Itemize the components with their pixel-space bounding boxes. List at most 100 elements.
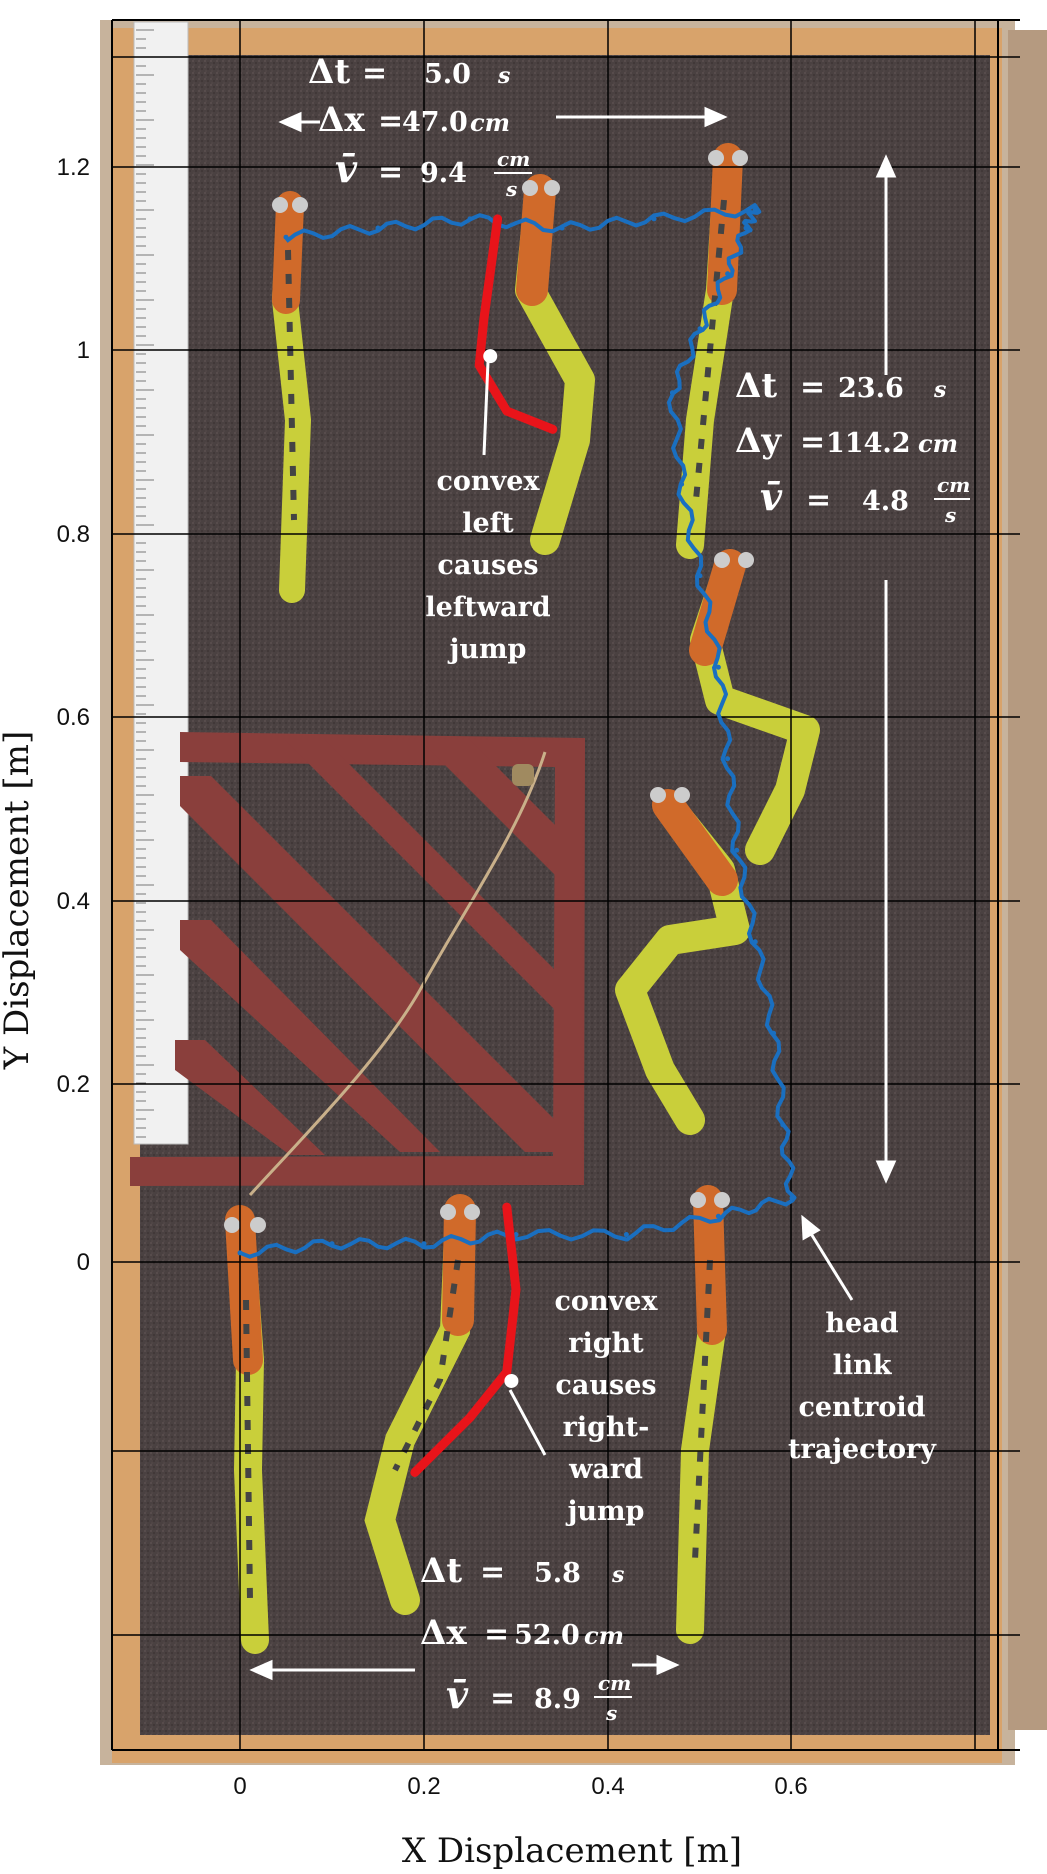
svg-text:=: = <box>378 155 403 190</box>
right-jump-line-5: ward <box>568 1454 643 1485</box>
robot-pose-lower-bent <box>615 787 750 1135</box>
trajectory-point <box>697 573 703 579</box>
bottom-dx-label: Δx <box>420 1613 467 1653</box>
left-jump-pointer <box>482 361 490 456</box>
bend-curve <box>410 1202 521 1477</box>
trajectory-point <box>725 271 731 277</box>
grid-lines <box>111 19 1020 1751</box>
y-tick-label: 1.2 <box>57 154 90 181</box>
bend-marker-dot <box>483 349 498 364</box>
bottom-dt-label: Δt <box>420 1551 462 1591</box>
top-v-value: 9.4 <box>420 158 467 189</box>
svg-text:=: = <box>362 56 387 91</box>
bend-curves <box>410 214 558 1477</box>
trajectory-point <box>752 939 758 945</box>
left-jump-line-4: leftward <box>425 592 550 623</box>
svg-text:=: = <box>484 1617 509 1652</box>
robot-pose-bottom-middle <box>364 1194 480 1615</box>
trajectory-point <box>734 847 740 853</box>
right-dt-value: 23.6 <box>838 373 904 404</box>
bottom-v-unit-num: cm <box>598 1671 631 1695</box>
right-dt-label: Δt <box>735 366 777 406</box>
top-dx-value: 47.0 <box>402 107 468 138</box>
trajectory-annotation: head link centroid trajectory <box>788 1308 937 1465</box>
y-tick-label: 0.2 <box>57 1071 90 1098</box>
ruler <box>133 21 189 1145</box>
left-jump-annotation: convex left causes leftward jump <box>425 466 550 665</box>
svg-text:=: = <box>378 104 403 139</box>
top-equation-block: Δt = 5.0 s Δx = 47.0 cm v̄ = 9.4 cm s <box>308 52 532 201</box>
robot-pose-upper-left <box>271 191 312 603</box>
right-jump-line-4: right- <box>563 1412 650 1443</box>
x-axis-label: X Displacement [m] <box>402 1831 742 1871</box>
y-tick-label: 0 <box>77 1249 90 1276</box>
trajectory-point <box>752 207 758 213</box>
top-right-arrowhead <box>704 106 728 128</box>
trajectory-point <box>697 326 703 332</box>
right-jump-line-1: convex <box>554 1286 658 1317</box>
right-dy-value: 114.2 <box>826 428 911 459</box>
trajectory-pointer <box>808 1231 854 1301</box>
right-jump-pointer <box>508 1389 547 1456</box>
trajectory-point <box>375 225 381 231</box>
trajectory-line-1: head <box>825 1308 898 1339</box>
right-v-value: 4.8 <box>862 486 909 517</box>
right-jump-line-3: causes <box>555 1370 656 1401</box>
bottom-v-value: 8.9 <box>534 1684 581 1715</box>
svg-text:=: = <box>480 1555 505 1590</box>
trajectory-point <box>623 1232 629 1238</box>
top-dt-unit: s <box>497 63 510 89</box>
svg-text:=: = <box>800 425 825 460</box>
top-v-unit-num: cm <box>497 147 530 171</box>
tether-string <box>248 751 547 1197</box>
trajectory-point <box>421 1241 427 1247</box>
right-equation-block: Δt = 23.6 s Δy = 114.2 cm v̄ = 4.8 cm s <box>735 366 970 527</box>
right-dy-unit: cm <box>918 429 958 458</box>
right-jump-annotation: convex right causes right- ward jump <box>554 1286 658 1527</box>
tape-pattern <box>130 732 585 1186</box>
trajectory-point <box>715 664 721 670</box>
y-tick-label: 0.6 <box>57 704 90 731</box>
right-v-unit-den: s <box>944 503 956 527</box>
trajectory-point <box>679 481 685 487</box>
x-tick-label: 0 <box>233 1773 246 1800</box>
trajectory-line-2: link <box>833 1350 893 1381</box>
tether-weight <box>512 764 534 786</box>
arrows <box>249 106 897 1681</box>
top-v-label: v̄ <box>335 146 358 191</box>
left-jump-line-1: convex <box>436 466 540 497</box>
trajectory-point <box>780 1122 786 1128</box>
bottom-v-label: v̄ <box>446 1672 469 1717</box>
trajectory-pointer-head <box>801 1214 821 1241</box>
robot-pose-start <box>224 1205 269 1654</box>
trajectory-point <box>559 225 565 231</box>
svg-text:=: = <box>800 370 825 405</box>
bottom-dx-unit: cm <box>584 1621 624 1650</box>
y-tick-label: 1 <box>77 337 90 364</box>
y-tick-label: 0.4 <box>57 888 90 915</box>
right-v-label: v̄ <box>760 474 783 519</box>
trajectory-point <box>771 1030 777 1036</box>
top-v-unit-den: s <box>505 177 517 201</box>
svg-text:=: = <box>806 483 831 518</box>
bend-marker-dot <box>504 1373 519 1388</box>
side-wall <box>1008 30 1047 1730</box>
left-jump-line-3: causes <box>437 550 538 581</box>
trajectory-point <box>743 225 749 231</box>
bend-curve <box>474 214 558 434</box>
trajectory-point <box>725 756 731 762</box>
bottom-left-arrowhead <box>249 1659 273 1681</box>
x-tick-label: 0.2 <box>407 1773 440 1800</box>
top-dx-unit: cm <box>470 108 510 137</box>
trajectory-point <box>789 1195 795 1201</box>
trajectory-point <box>283 234 289 240</box>
left-jump-line-2: left <box>462 508 514 539</box>
y-axis-label: Y Displacement [m] <box>0 731 37 1070</box>
bottom-equation-block: Δt = 5.8 s Δx = 52.0 cm v̄ = 8.9 cm s <box>420 1551 632 1725</box>
top-dt-value: 5.0 <box>424 59 471 90</box>
bottom-right-arrowhead <box>656 1654 680 1676</box>
trajectory-point <box>513 1232 519 1238</box>
trajectory-line-4: trajectory <box>788 1434 937 1465</box>
trajectory-series <box>237 203 797 1259</box>
